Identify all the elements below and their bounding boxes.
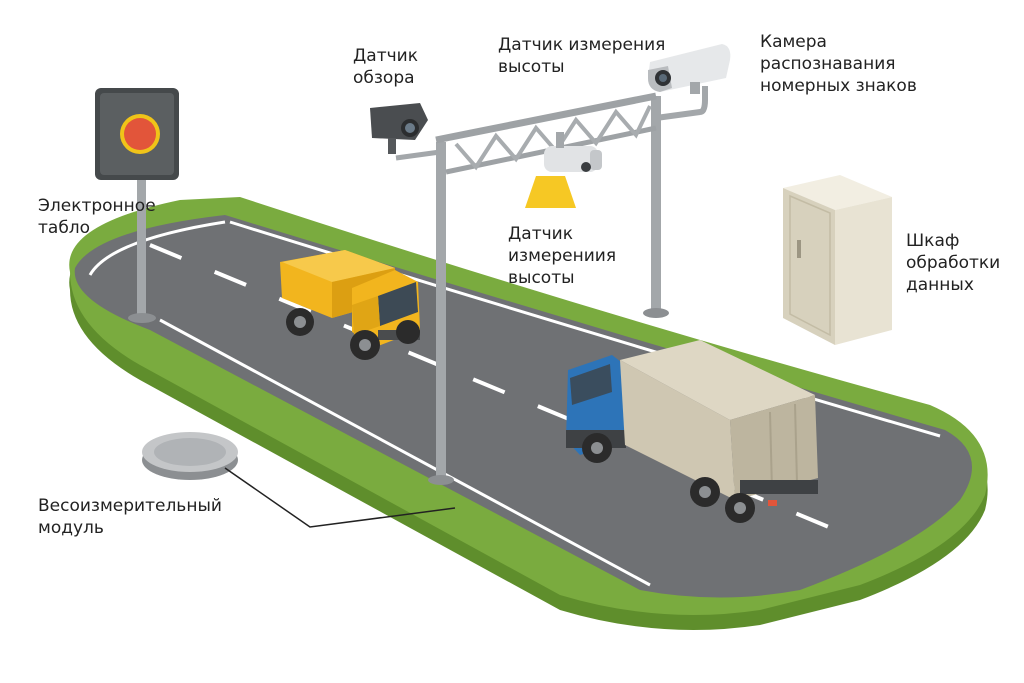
label-weigh-module: Весоизмерительный модуль: [38, 496, 222, 538]
weigh-pad-icon: [142, 432, 238, 480]
label-height-sensor-top: Датчик измерения высоты: [498, 35, 666, 77]
label-cabinet: Шкаф обработки данных: [906, 231, 1001, 295]
cabinet-icon: [783, 175, 892, 345]
label-height-sensor-mid: Датчик измерениия высоты: [508, 224, 617, 288]
height-sensor-icon: [525, 132, 602, 208]
display-board-icon: [95, 88, 179, 323]
label-overview-sensor: Датчик обзора: [353, 46, 418, 88]
weigh-leader-line: [224, 467, 456, 528]
plate-camera-icon: [648, 44, 731, 94]
dump-truck-icon: [280, 250, 420, 360]
cargo-truck-icon: [566, 340, 818, 523]
label-plate-camera: Камера распознавания номерных знаков: [760, 32, 917, 96]
overview-camera-icon: [370, 103, 428, 154]
label-display-board: Электронное табло: [38, 196, 156, 238]
